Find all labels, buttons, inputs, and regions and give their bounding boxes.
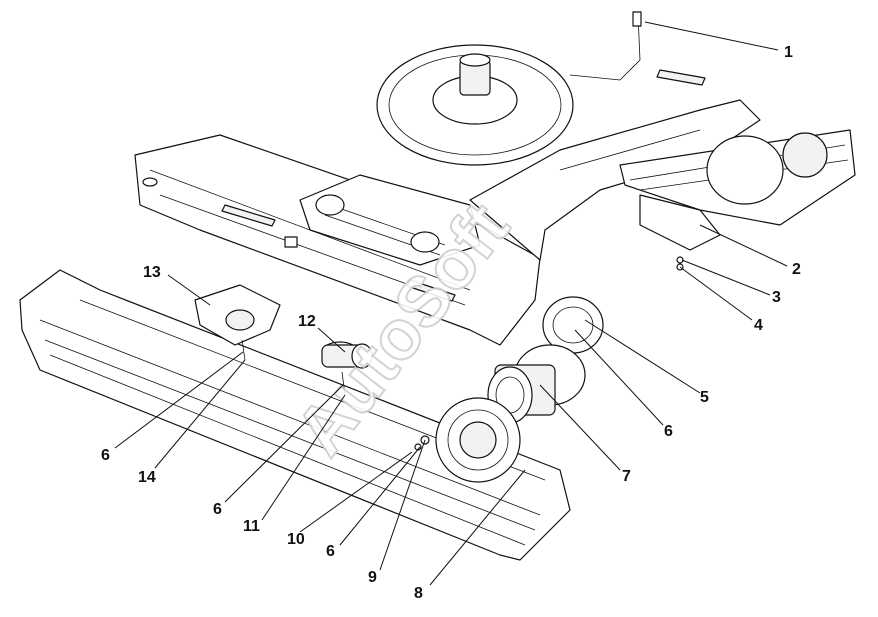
left-track: [19, 269, 571, 561]
callout-8: 8: [414, 585, 423, 602]
undercarriage-frame: [134, 69, 761, 346]
callout-12: 12: [298, 313, 316, 330]
callout-9: 9: [368, 569, 377, 586]
right-track: [619, 129, 856, 226]
callout-6: 6: [101, 447, 110, 464]
callout-labels: 1 2 3 4 5 6 7 6 8 9 6 10 11 6 14 6 12 13: [101, 44, 801, 602]
callout-13: 13: [143, 264, 161, 281]
callout-11: 11: [243, 518, 260, 535]
callout-6: 6: [213, 501, 222, 518]
callout-14: 14: [138, 469, 156, 486]
callout-6: 6: [326, 543, 335, 560]
callout-10: 10: [287, 531, 305, 548]
callout-7: 7: [622, 468, 631, 485]
callout-1: 1: [784, 44, 793, 61]
slewing-ring: [376, 44, 574, 166]
roller-12: [321, 341, 373, 396]
sprocket: [435, 397, 521, 483]
leader-lines: [114, 21, 788, 586]
part-1-fitting: [569, 11, 642, 81]
callout-3: 3: [772, 289, 781, 306]
bracket-13: [194, 284, 281, 361]
callout-6: 6: [664, 423, 673, 440]
callout-4: 4: [754, 317, 763, 334]
callout-2: 2: [792, 261, 801, 278]
callout-5: 5: [700, 389, 709, 406]
